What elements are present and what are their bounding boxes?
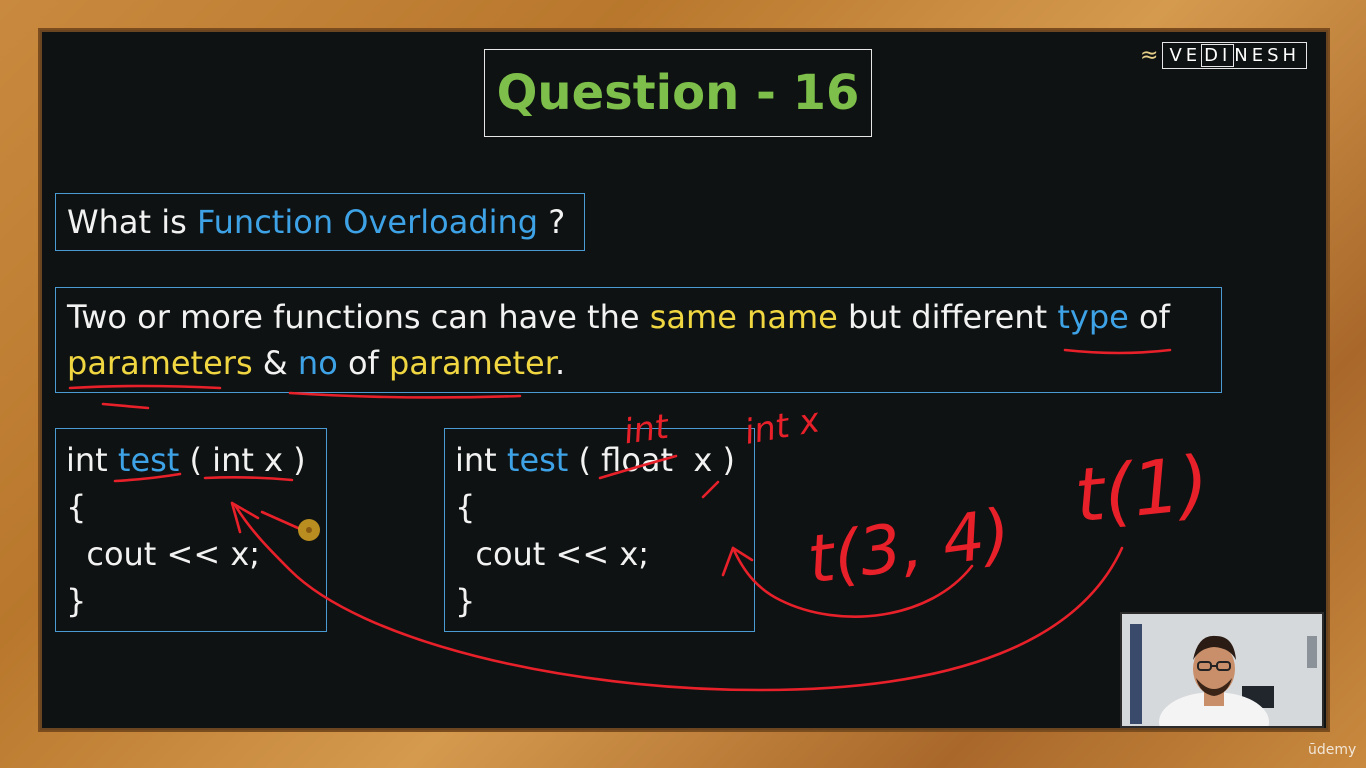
code-block-int: int test ( int x ) { cout << x; } (55, 428, 327, 632)
logo-swirl-icon: ≈ (1140, 43, 1159, 68)
question-box: What is Function Overloading ? (55, 193, 585, 251)
code2-body: cout << x; (455, 535, 650, 573)
presenter-webcam (1120, 612, 1324, 728)
question-text: What is Function Overloading ? (67, 203, 566, 241)
code2-close-brace: } (455, 582, 476, 620)
code1-signature: int test ( int x ) (66, 441, 306, 479)
code2-open-brace: { (455, 488, 476, 526)
code1-close-brace: } (66, 582, 87, 620)
code1-open-brace: { (66, 488, 87, 526)
code2-signature: int test ( float x ) (455, 441, 735, 479)
code1-body: cout << x; (66, 535, 261, 573)
title-box: Question - 16 (484, 49, 872, 137)
code-block-float: int test ( float x ) { cout << x; } (444, 428, 755, 632)
slide-title: Question - 16 (496, 65, 860, 121)
answer-box: Two or more functions can have the same … (55, 287, 1222, 393)
udemy-watermark: ūdemy (1308, 742, 1357, 758)
answer-line-2: parameters & no of parameter. (67, 344, 566, 382)
presenter-image-icon (1122, 614, 1322, 726)
answer-line-1: Two or more functions can have the same … (67, 298, 1170, 336)
